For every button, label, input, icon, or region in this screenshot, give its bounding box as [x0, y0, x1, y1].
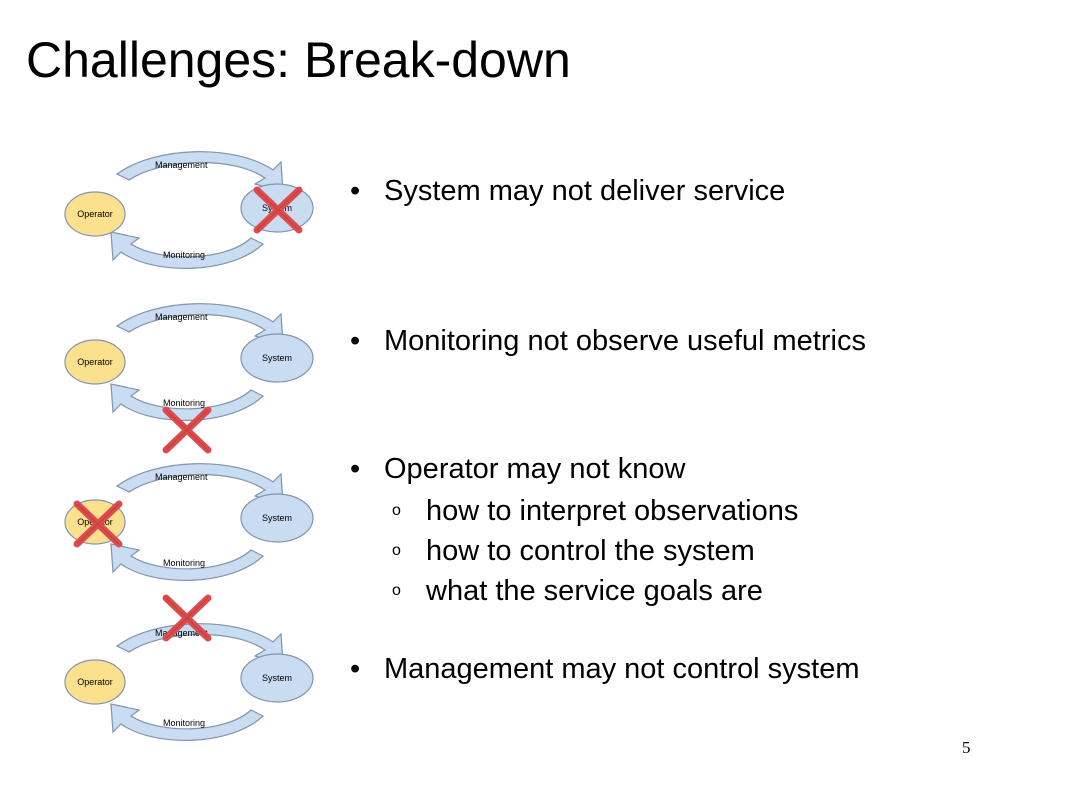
monitoring-arrow — [110, 383, 265, 422]
management-label: Management — [155, 628, 208, 638]
monitoring-arrow — [110, 543, 265, 582]
sub-bullet-2: o how to control the system — [392, 534, 755, 569]
loop-diagram-4: Management Operator System Monitoring — [55, 612, 325, 754]
bullet-operator: • Operator may not know — [350, 452, 685, 487]
page-number: 5 — [962, 738, 971, 757]
sub-bullet-marker: o — [392, 541, 401, 559]
bullet-dot: • — [350, 653, 361, 685]
operator-label: Operator — [77, 209, 113, 219]
sub-bullet-marker: o — [392, 501, 401, 519]
monitoring-label: Monitoring — [163, 250, 205, 260]
management-label: Management — [155, 472, 208, 482]
operator-label: Operator — [77, 677, 113, 687]
management-label: Management — [155, 160, 208, 170]
sub-bullet-marker: o — [392, 581, 401, 599]
system-label: System — [262, 673, 292, 683]
monitoring-cross-icon — [162, 406, 212, 454]
bullet-system: • System may not deliver service — [350, 174, 785, 209]
operator-node — [64, 659, 126, 705]
bullet-management: • Management may not control system — [350, 652, 859, 687]
system-node — [240, 333, 314, 383]
bullet-text: Operator may not know — [384, 453, 686, 485]
loop-diagram-3: Management Operator System Monitoring — [55, 452, 325, 594]
sub-bullet-3: o what the service goals are — [392, 574, 763, 609]
monitoring-arrow — [110, 703, 265, 742]
bullet-text: Management may not control system — [384, 653, 860, 685]
system-label: System — [262, 353, 292, 363]
bullet-dot: • — [350, 453, 361, 485]
operator-label: Operator — [77, 357, 113, 367]
loop-diagram-2: Management Operator System Monitoring — [55, 292, 325, 434]
sub-bullet-1: o how to interpret observations — [392, 494, 798, 529]
bullet-text: Monitoring not observe useful metrics — [384, 325, 866, 357]
system-node — [240, 493, 314, 543]
sub-bullet-text: how to control the system — [426, 535, 755, 567]
bullet-monitoring: • Monitoring not observe useful metrics — [350, 324, 866, 359]
sub-bullet-text: how to interpret observations — [426, 495, 799, 527]
bullet-dot: • — [350, 175, 361, 207]
monitoring-label: Monitoring — [163, 718, 205, 728]
bullet-dot: • — [350, 325, 361, 357]
management-label: Management — [155, 312, 208, 322]
monitoring-label: Monitoring — [163, 398, 205, 408]
management-arrow — [115, 151, 284, 193]
sub-bullet-text: what the service goals are — [426, 575, 763, 607]
system-node — [240, 653, 314, 703]
loop-diagram-1: Management Operator System Monitoring — [55, 140, 325, 282]
slide-title: Challenges: Break-down — [26, 32, 571, 88]
monitoring-label: Monitoring — [163, 558, 205, 568]
management-cross-icon — [162, 594, 212, 642]
operator-node — [64, 339, 126, 385]
operator-node — [64, 191, 126, 237]
bullet-text: System may not deliver service — [384, 175, 786, 207]
system-label: System — [262, 513, 292, 523]
